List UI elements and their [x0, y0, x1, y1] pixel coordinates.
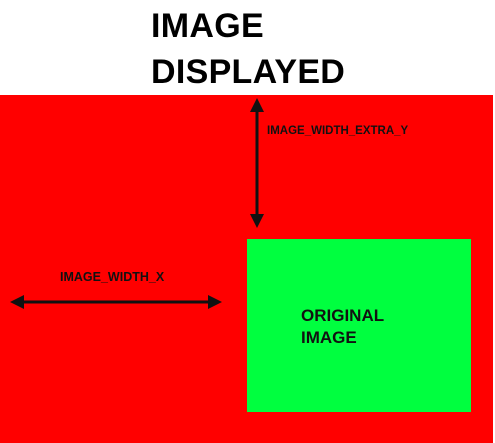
original-label-line-2: IMAGE: [301, 328, 357, 347]
title-line-1: IMAGE: [151, 7, 264, 45]
image-width-extra-y-label: IMAGE_WIDTH_EXTRA_Y: [267, 125, 409, 137]
title-line-2: DISPLAYED: [151, 53, 346, 91]
original-label-line-1: ORIGINAL: [301, 306, 385, 325]
original-image-box: [247, 239, 471, 412]
image-width-x-label: IMAGE_WIDTH_X: [60, 270, 165, 284]
image-displayed-title: IMAGE DISPLAYED: [151, 3, 345, 95]
original-image-label: ORIGINAL IMAGE: [301, 305, 384, 349]
